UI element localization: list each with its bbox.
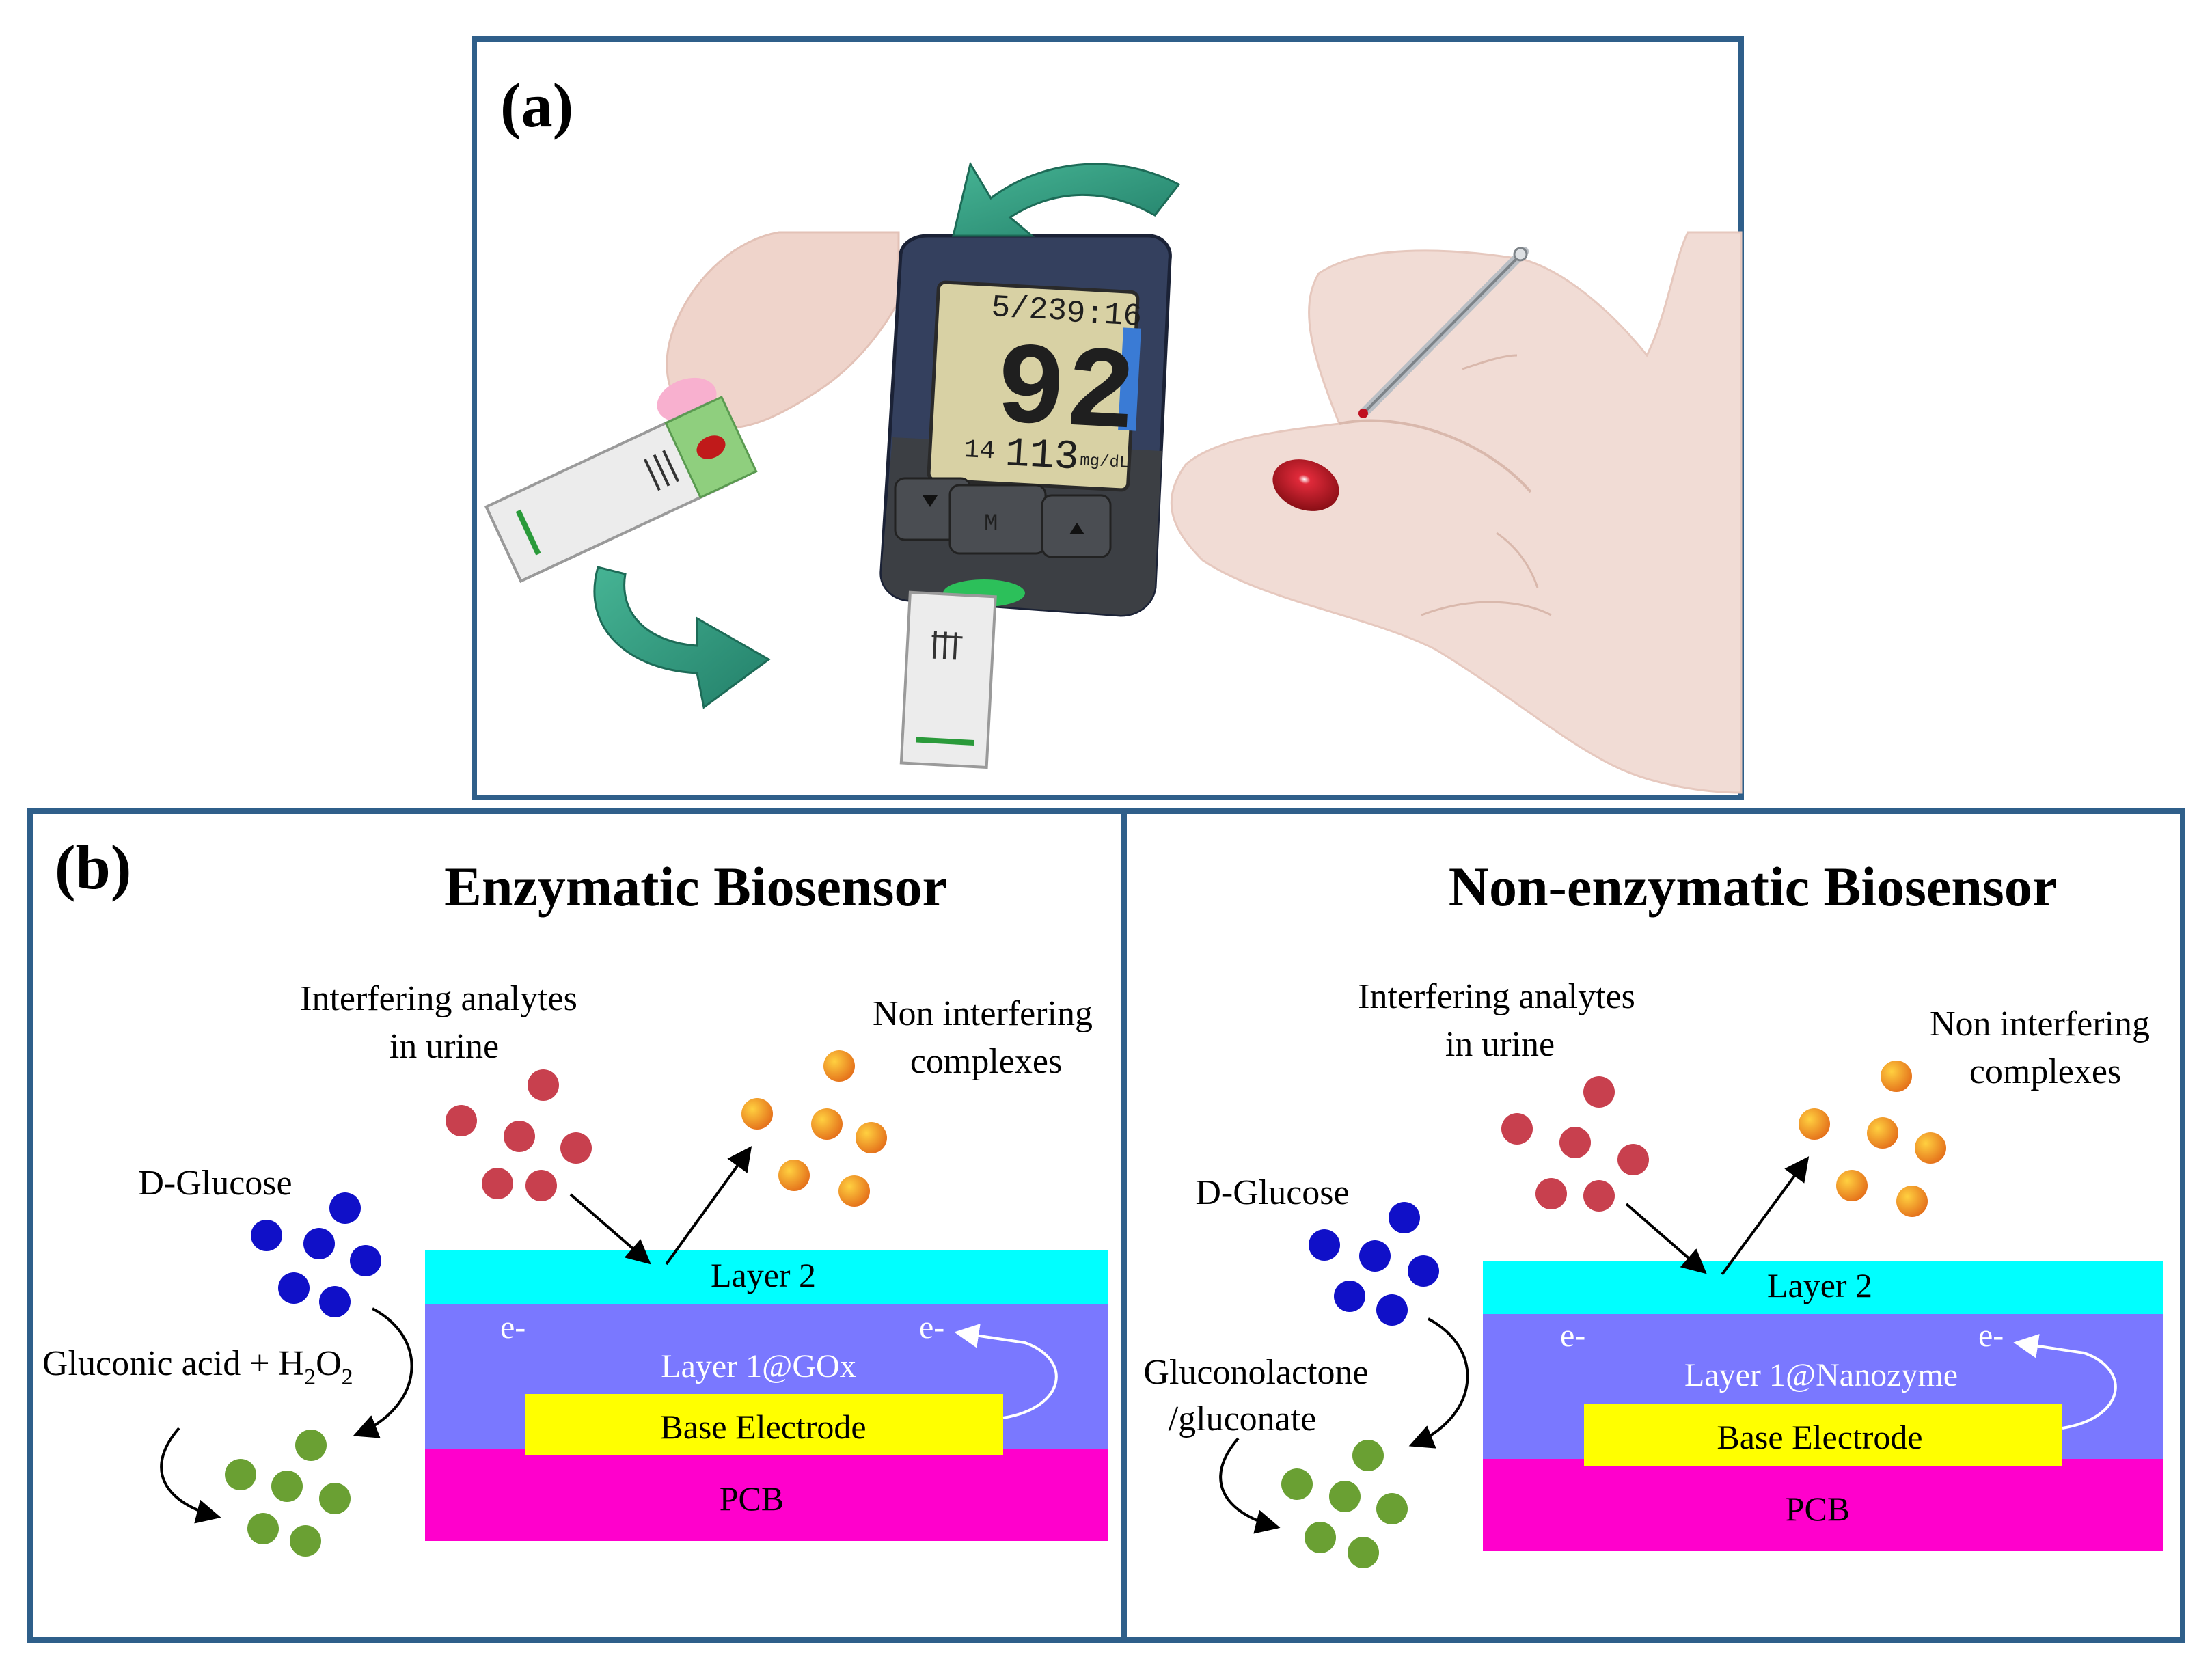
nonenzymatic-interfering-line2: in urine — [1445, 1025, 1555, 1064]
test-strip-upper — [484, 396, 758, 584]
nonenzymatic-electron2: e- — [1978, 1317, 2004, 1354]
enzymatic-product-label: Gluconic acid + H2O2 — [42, 1344, 353, 1390]
nonenzymatic-pcb-layer — [1483, 1459, 2163, 1551]
test-strip-inserted — [899, 590, 997, 769]
enzymatic-layer2 — [425, 1250, 1108, 1304]
nonenzymatic-glucose-molecules — [1309, 1202, 1439, 1326]
enzymatic-title: Enzymatic Biosensor — [444, 856, 947, 918]
enzymatic-product-molecules — [225, 1430, 351, 1557]
meter-date: 5/23 — [990, 290, 1067, 329]
nonenzymatic-base-label: Base Electrode — [1717, 1418, 1922, 1456]
nonenzymatic-interfering-line1: Interfering analytes — [1358, 977, 1635, 1016]
enzymatic-interfering-line1: Interfering analytes — [300, 979, 577, 1018]
nonenzymatic-interfering-molecules — [1501, 1076, 1649, 1212]
nonenzymatic-layer1-label: Layer 1@Nanozyme — [1684, 1357, 1958, 1393]
panel-b-label: (b) — [55, 832, 131, 902]
nonenzymatic-noninterfering-complexes — [1799, 1061, 1946, 1217]
curved-arrow-bottom-icon — [593, 566, 771, 709]
enzymatic-noninterfering-complexes — [741, 1050, 887, 1207]
meter-reading: 92 — [992, 324, 1138, 463]
enzymatic-layer2-label: Layer 2 — [711, 1256, 816, 1294]
nonenzymatic-title: Non-enzymatic Biosensor — [1449, 856, 2058, 918]
enzymatic-interfering-line2: in urine — [390, 1027, 499, 1066]
meter-avg-value: 113 — [1004, 431, 1080, 482]
enzymatic-noninterfering-line2: complexes — [910, 1042, 1062, 1081]
hand-illustration — [1170, 231, 1743, 794]
meter-time: 9:16 — [1065, 295, 1143, 335]
nonenzymatic-glucose-label: D-Glucose — [1195, 1173, 1349, 1212]
enzymatic-base-label: Base Electrode — [660, 1408, 866, 1446]
enzymatic-interfering-molecules — [446, 1069, 592, 1201]
lancet-icon — [1358, 247, 1529, 418]
nonenzymatic-pcb-label: PCB — [1786, 1490, 1851, 1528]
enzymatic-glucose-label: D-Glucose — [138, 1164, 292, 1203]
nonenzymatic-product-molecules — [1281, 1440, 1408, 1568]
nonenzymatic-biosensor-diagram: Non-enzymatic Biosensor Interfering anal… — [1143, 856, 2163, 1568]
enzymatic-electron1: e- — [500, 1309, 525, 1345]
enzymatic-pcb-label: PCB — [720, 1479, 784, 1518]
nonenzymatic-electron1: e- — [1560, 1317, 1585, 1354]
panel-a-label: (a) — [500, 70, 573, 140]
nonenzymatic-product-line1: Gluconolactone — [1143, 1353, 1368, 1392]
enzymatic-glucose-molecules — [251, 1192, 381, 1317]
curved-arrow-top-icon — [952, 161, 1181, 237]
glucometer-device: 5/23 9:16 92 14 113 mg/dL M — [879, 234, 1172, 617]
meter-unit: mg/dL — [1080, 452, 1130, 473]
enzymatic-layer1-label: Layer 1@GOx — [661, 1348, 856, 1384]
meter-avg-days: 14 — [963, 435, 996, 466]
enzymatic-base-electrode — [525, 1394, 1003, 1455]
enzymatic-pcb-layer — [425, 1449, 1108, 1541]
nonenzymatic-layer2-label: Layer 2 — [1767, 1266, 1872, 1304]
meter-m-button: M — [984, 511, 998, 537]
enzymatic-noninterfering-line1: Non interfering — [873, 994, 1093, 1033]
nonenzymatic-noninterfering-line2: complexes — [1969, 1052, 2121, 1091]
nonenzymatic-layer2 — [1483, 1261, 2163, 1314]
nonenzymatic-product-line2: /gluconate — [1169, 1399, 1317, 1438]
nonenzymatic-noninterfering-line1: Non interfering — [1930, 1004, 2150, 1043]
nonenzymatic-base-electrode — [1584, 1404, 2062, 1466]
enzymatic-biosensor-diagram: Enzymatic Biosensor Interfering analytes… — [42, 856, 1108, 1557]
enzymatic-electron2: e- — [919, 1309, 944, 1345]
